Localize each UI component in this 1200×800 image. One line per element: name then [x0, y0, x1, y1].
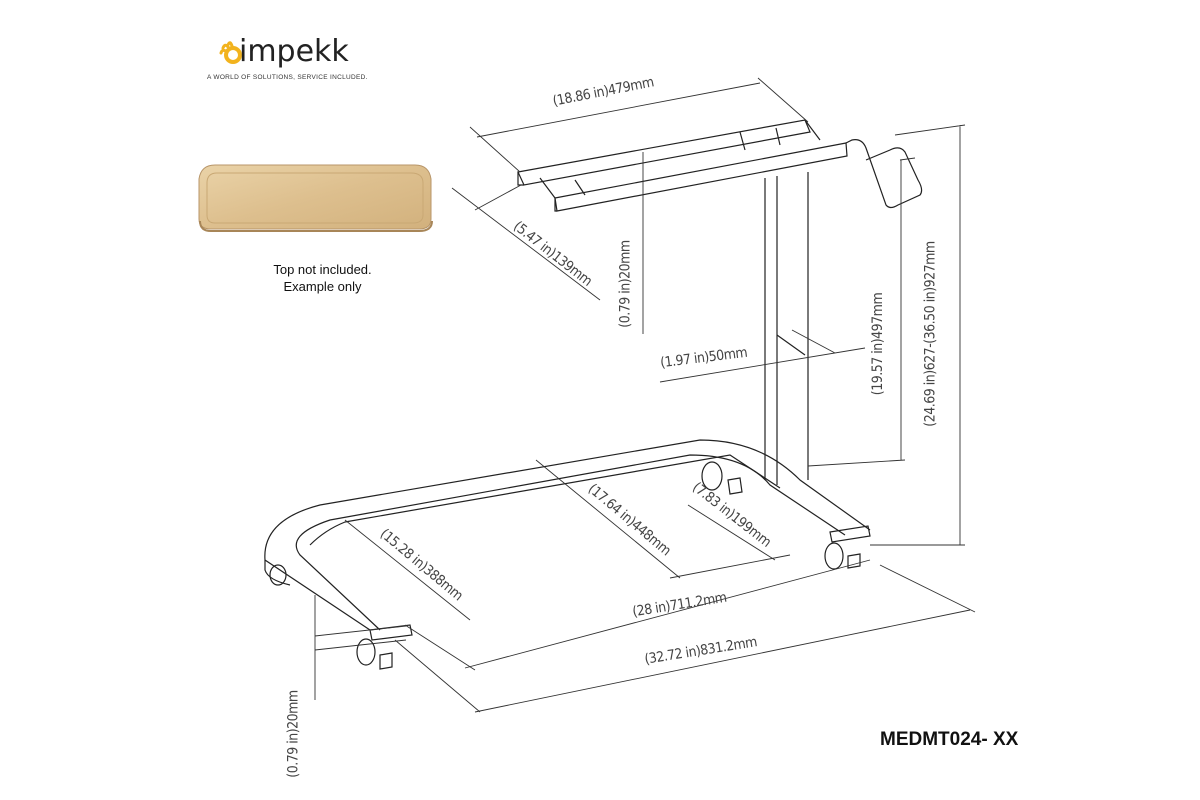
top-frame [517, 119, 848, 212]
brand-name: impekk [239, 34, 349, 69]
dim-top-frame-height: (0.79 in)20mm [617, 240, 634, 328]
brand-tagline: A WORLD OF SOLUTIONS, SERVICE INCLUDED. [207, 74, 368, 81]
top-note-line1: Top not included. [273, 262, 372, 277]
hand-ok-icon [219, 41, 242, 64]
dim-column-height-label: (19.57 in)497mm [870, 292, 887, 396]
dim-total-height: (24.69 in)627-(36.50 in)927mm [922, 241, 939, 427]
model-number: MEDMT024- XX [880, 729, 1019, 750]
base-frame [264, 439, 871, 641]
top-note-line2: Example only [283, 279, 362, 294]
example-tabletop-image [198, 164, 433, 232]
brand-logo: impekk A WORLD OF SOLUTIONS, SERVICE INC… [205, 34, 395, 88]
casters [269, 461, 861, 670]
lift-column [764, 172, 809, 485]
dim-base-tube-height: (0.79 in)20mm [285, 690, 302, 778]
handle [845, 139, 923, 209]
dimension-lines [314, 77, 976, 713]
